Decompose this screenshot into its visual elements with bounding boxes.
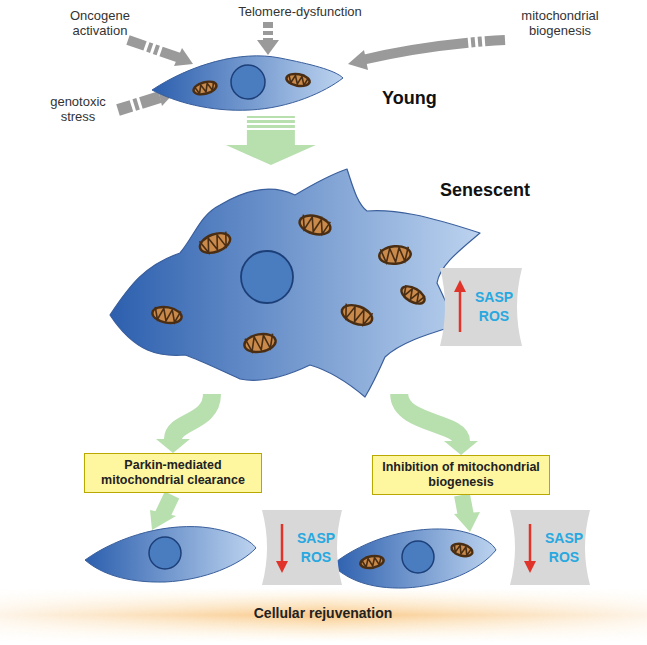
rejuvenated-cell — [85, 527, 256, 583]
process-box: Parkin-mediated mitochondrial clearance — [84, 453, 262, 493]
stimulus-label: genotoxic stress — [33, 94, 123, 124]
output-box: SASPROS — [510, 510, 590, 585]
senescent-cell: Senescent — [95, 165, 485, 400]
arrow-head — [444, 441, 478, 455]
flow-arrow — [399, 394, 478, 455]
arrow-stripe — [245, 123, 297, 125]
young-cell: Young — [150, 50, 345, 112]
arrow-shaft — [173, 394, 212, 439]
output-text: ROS — [479, 307, 509, 326]
arrow-head — [156, 439, 190, 453]
stimulus-label: Telomere-dysfunction — [215, 4, 385, 19]
flow-arrow — [226, 116, 316, 165]
stimulus-label: mitochondrial biogenesis — [505, 8, 615, 38]
output-text: SASP — [545, 529, 583, 548]
output-box: SASPROS — [262, 510, 342, 585]
output-box: SASPROS — [440, 268, 522, 346]
process-text: Parkin-mediated mitochondrial clearance — [101, 458, 245, 487]
output-text: SASP — [475, 288, 513, 307]
output-text: ROS — [301, 548, 331, 567]
outcome-label: Cellular rejuvenation — [193, 606, 453, 621]
arrow-head — [226, 145, 316, 165]
cell-label: Young — [382, 88, 437, 108]
cell-label: Senescent — [440, 180, 530, 200]
glow-band — [0, 588, 647, 642]
arrow-shaft — [399, 394, 461, 441]
process-text: Inhibition of mitochondrial biogenesis — [382, 460, 540, 489]
process-box: Inhibition of mitochondrial biogenesis — [372, 455, 550, 495]
arrow-stripe — [245, 118, 297, 120]
flow-arrow — [156, 394, 212, 453]
rejuvenated-cell — [332, 529, 496, 588]
output-text: ROS — [549, 548, 579, 567]
arrow-shaft — [247, 116, 295, 145]
stimulus-label: Oncogene activation — [45, 8, 155, 38]
input-arrows — [118, 22, 505, 110]
arrow-stripe — [245, 128, 297, 130]
output-text: SASP — [297, 529, 335, 548]
